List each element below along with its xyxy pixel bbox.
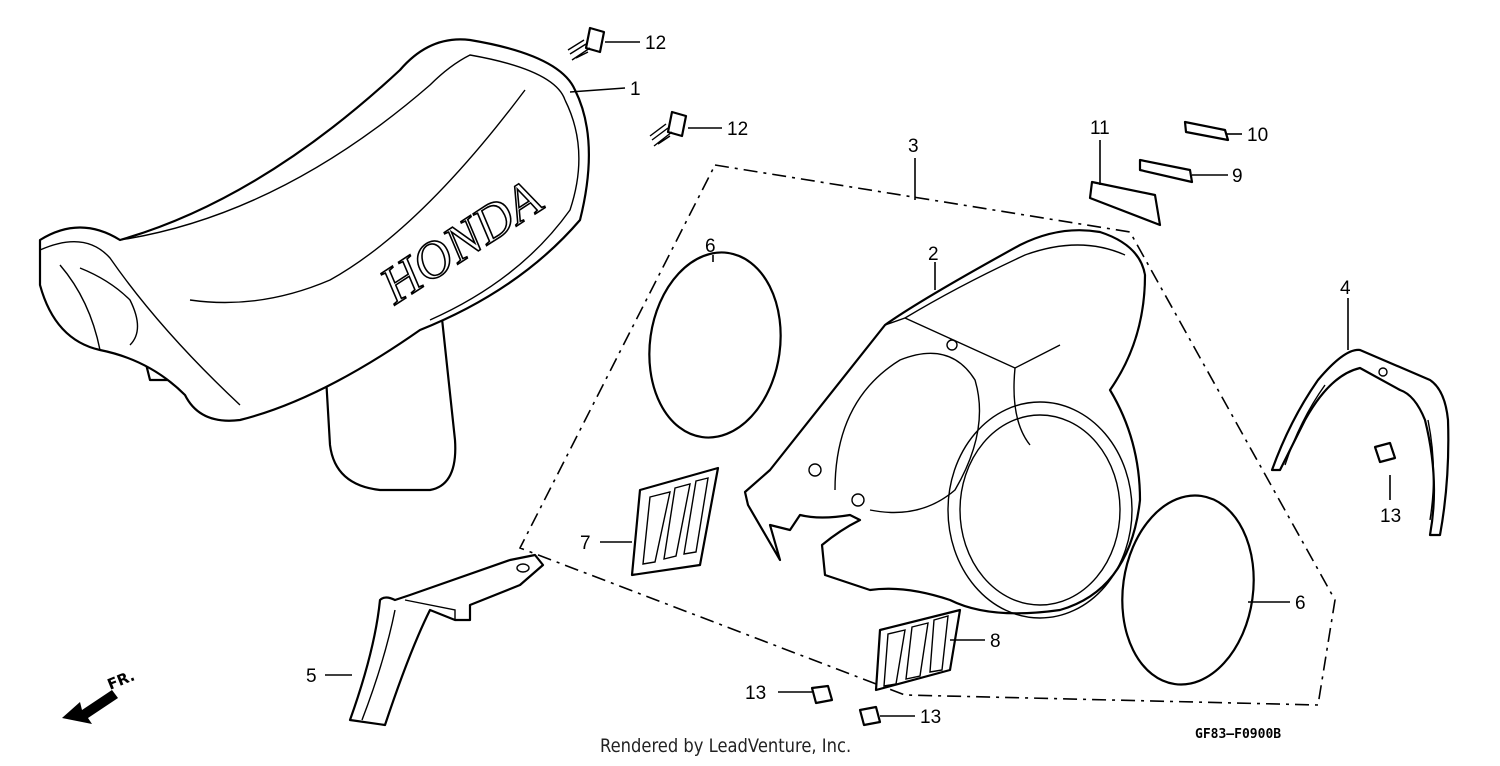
kit-outline [518,164,1336,706]
nut-part[interactable] [858,705,882,727]
bolt-part[interactable] [649,110,688,147]
callout-5: 5 [306,666,317,687]
callout-7: 7 [580,533,591,554]
right-bracket-part[interactable] [1270,348,1450,537]
lens-part[interactable] [638,244,793,446]
callout-13a: 13 [1380,506,1401,527]
callout-6b: 6 [1295,593,1306,614]
callout-12a: 12 [645,33,666,54]
meter-cover-part[interactable] [743,229,1147,619]
decal-part[interactable] [874,608,962,692]
footer-credit: Rendered by LeadVenture, Inc. [600,735,852,757]
front-direction-arrow: FR. [62,667,137,724]
decal-part[interactable] [630,466,720,577]
callout-4: 4 [1340,278,1351,299]
lens-part[interactable] [1110,487,1265,693]
callout-labels: 1 12 12 3 11 10 9 2 6 4 13 7 6 8 5 13 13 [306,33,1401,728]
callout-1: 1 [630,79,641,100]
stripe-part[interactable] [1088,180,1162,227]
callout-2: 2 [928,244,939,265]
callout-3: 3 [908,136,919,157]
callout-10: 10 [1247,125,1268,146]
bolt-part[interactable] [567,26,606,61]
callout-9: 9 [1232,166,1243,187]
stripe-part[interactable] [1183,120,1230,142]
callout-13c: 13 [920,707,941,728]
diagram-code: GF83–F0900B [1195,727,1281,742]
callout-12b: 12 [727,119,748,140]
nut-part[interactable] [810,684,834,705]
stripe-part[interactable] [1138,158,1194,184]
left-bracket-part[interactable] [348,553,545,727]
seat-part[interactable]: HONDA [38,38,590,492]
nut-part[interactable] [1373,441,1397,464]
leader-lines [325,41,1391,717]
direction-label: FR. [105,667,138,694]
callout-8: 8 [990,631,1001,652]
callout-13b: 13 [745,683,766,704]
callout-11: 11 [1090,118,1110,139]
callout-6a: 6 [705,236,716,257]
